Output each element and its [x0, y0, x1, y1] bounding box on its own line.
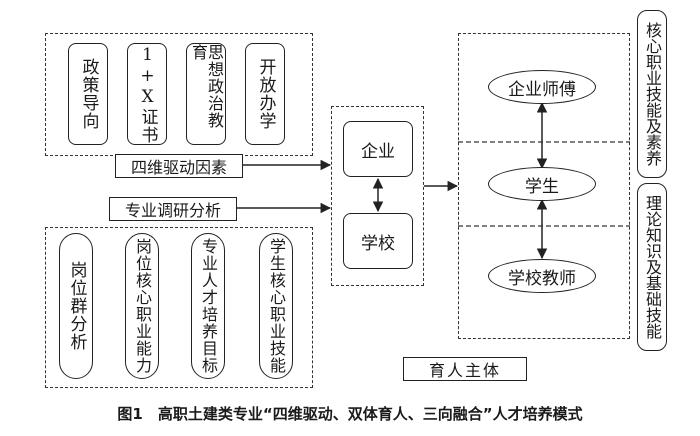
bottom-analysis-group	[45, 227, 313, 388]
driver-four-dim: 四维驱动因素	[115, 154, 243, 178]
subject-student-label: 学生	[525, 176, 559, 197]
center-school: 学校	[343, 213, 413, 269]
analysis-training-goal-label: 专业人才培养目标	[199, 238, 218, 374]
subject-teacher: 学校教师	[488, 259, 596, 293]
factor-ideology: 思想政治教育	[186, 43, 226, 145]
center-enterprise-label: 企业	[361, 141, 395, 162]
center-enterprise: 企业	[343, 121, 413, 177]
factor-policy: 政策导向	[68, 43, 108, 145]
subject-label-box: 育人主体	[403, 357, 527, 381]
side-theory: 理论知识及基础技能	[637, 183, 667, 351]
factor-policy-label: 政策导向	[78, 58, 99, 130]
driver-survey-label: 专业调研分析	[124, 201, 221, 220]
driver-survey: 专业调研分析	[109, 197, 237, 221]
factor-open-school-label: 开放办学	[255, 58, 276, 130]
analysis-student-skills: 学生核心职业技能	[259, 233, 293, 379]
analysis-student-skills-label: 学生核心职业技能	[267, 238, 286, 374]
factor-open-school: 开放办学	[245, 43, 285, 145]
subject-mentor: 企业师傅	[488, 70, 596, 104]
analysis-job-cluster: 岗位群分析	[59, 233, 93, 379]
right-subject-group	[458, 33, 630, 339]
driver-four-dim-label: 四维驱动因素	[130, 158, 227, 177]
subject-teacher-label: 学校教师	[508, 268, 576, 289]
figure-caption: 图1 高职土建类专业“四维驱动、双体育人、三向融合”人才培养模式	[117, 405, 583, 423]
center-group	[331, 106, 424, 286]
side-core-skills: 核心职业技能及素养	[637, 10, 667, 178]
analysis-core-ability: 岗位核心职业能力	[125, 233, 159, 379]
analysis-training-goal: 专业人才培养目标	[191, 233, 225, 379]
analysis-core-ability-label: 岗位核心职业能力	[133, 238, 152, 374]
subject-mentor-label: 企业师傅	[508, 79, 576, 100]
factor-certificate: 1+X证书	[127, 43, 167, 145]
center-school-label: 学校	[361, 233, 395, 254]
subject-label: 育人主体	[428, 361, 501, 380]
subject-student: 学生	[488, 167, 596, 201]
factor-ideology-label: 思想政治教育	[189, 44, 224, 129]
analysis-job-cluster-label: 岗位群分析	[66, 261, 87, 351]
side-core-skills-label: 核心职业技能及素养	[643, 22, 662, 166]
side-theory-label: 理论知识及基础技能	[643, 195, 662, 339]
factor-certificate-label: 1+X证书	[137, 44, 158, 144]
